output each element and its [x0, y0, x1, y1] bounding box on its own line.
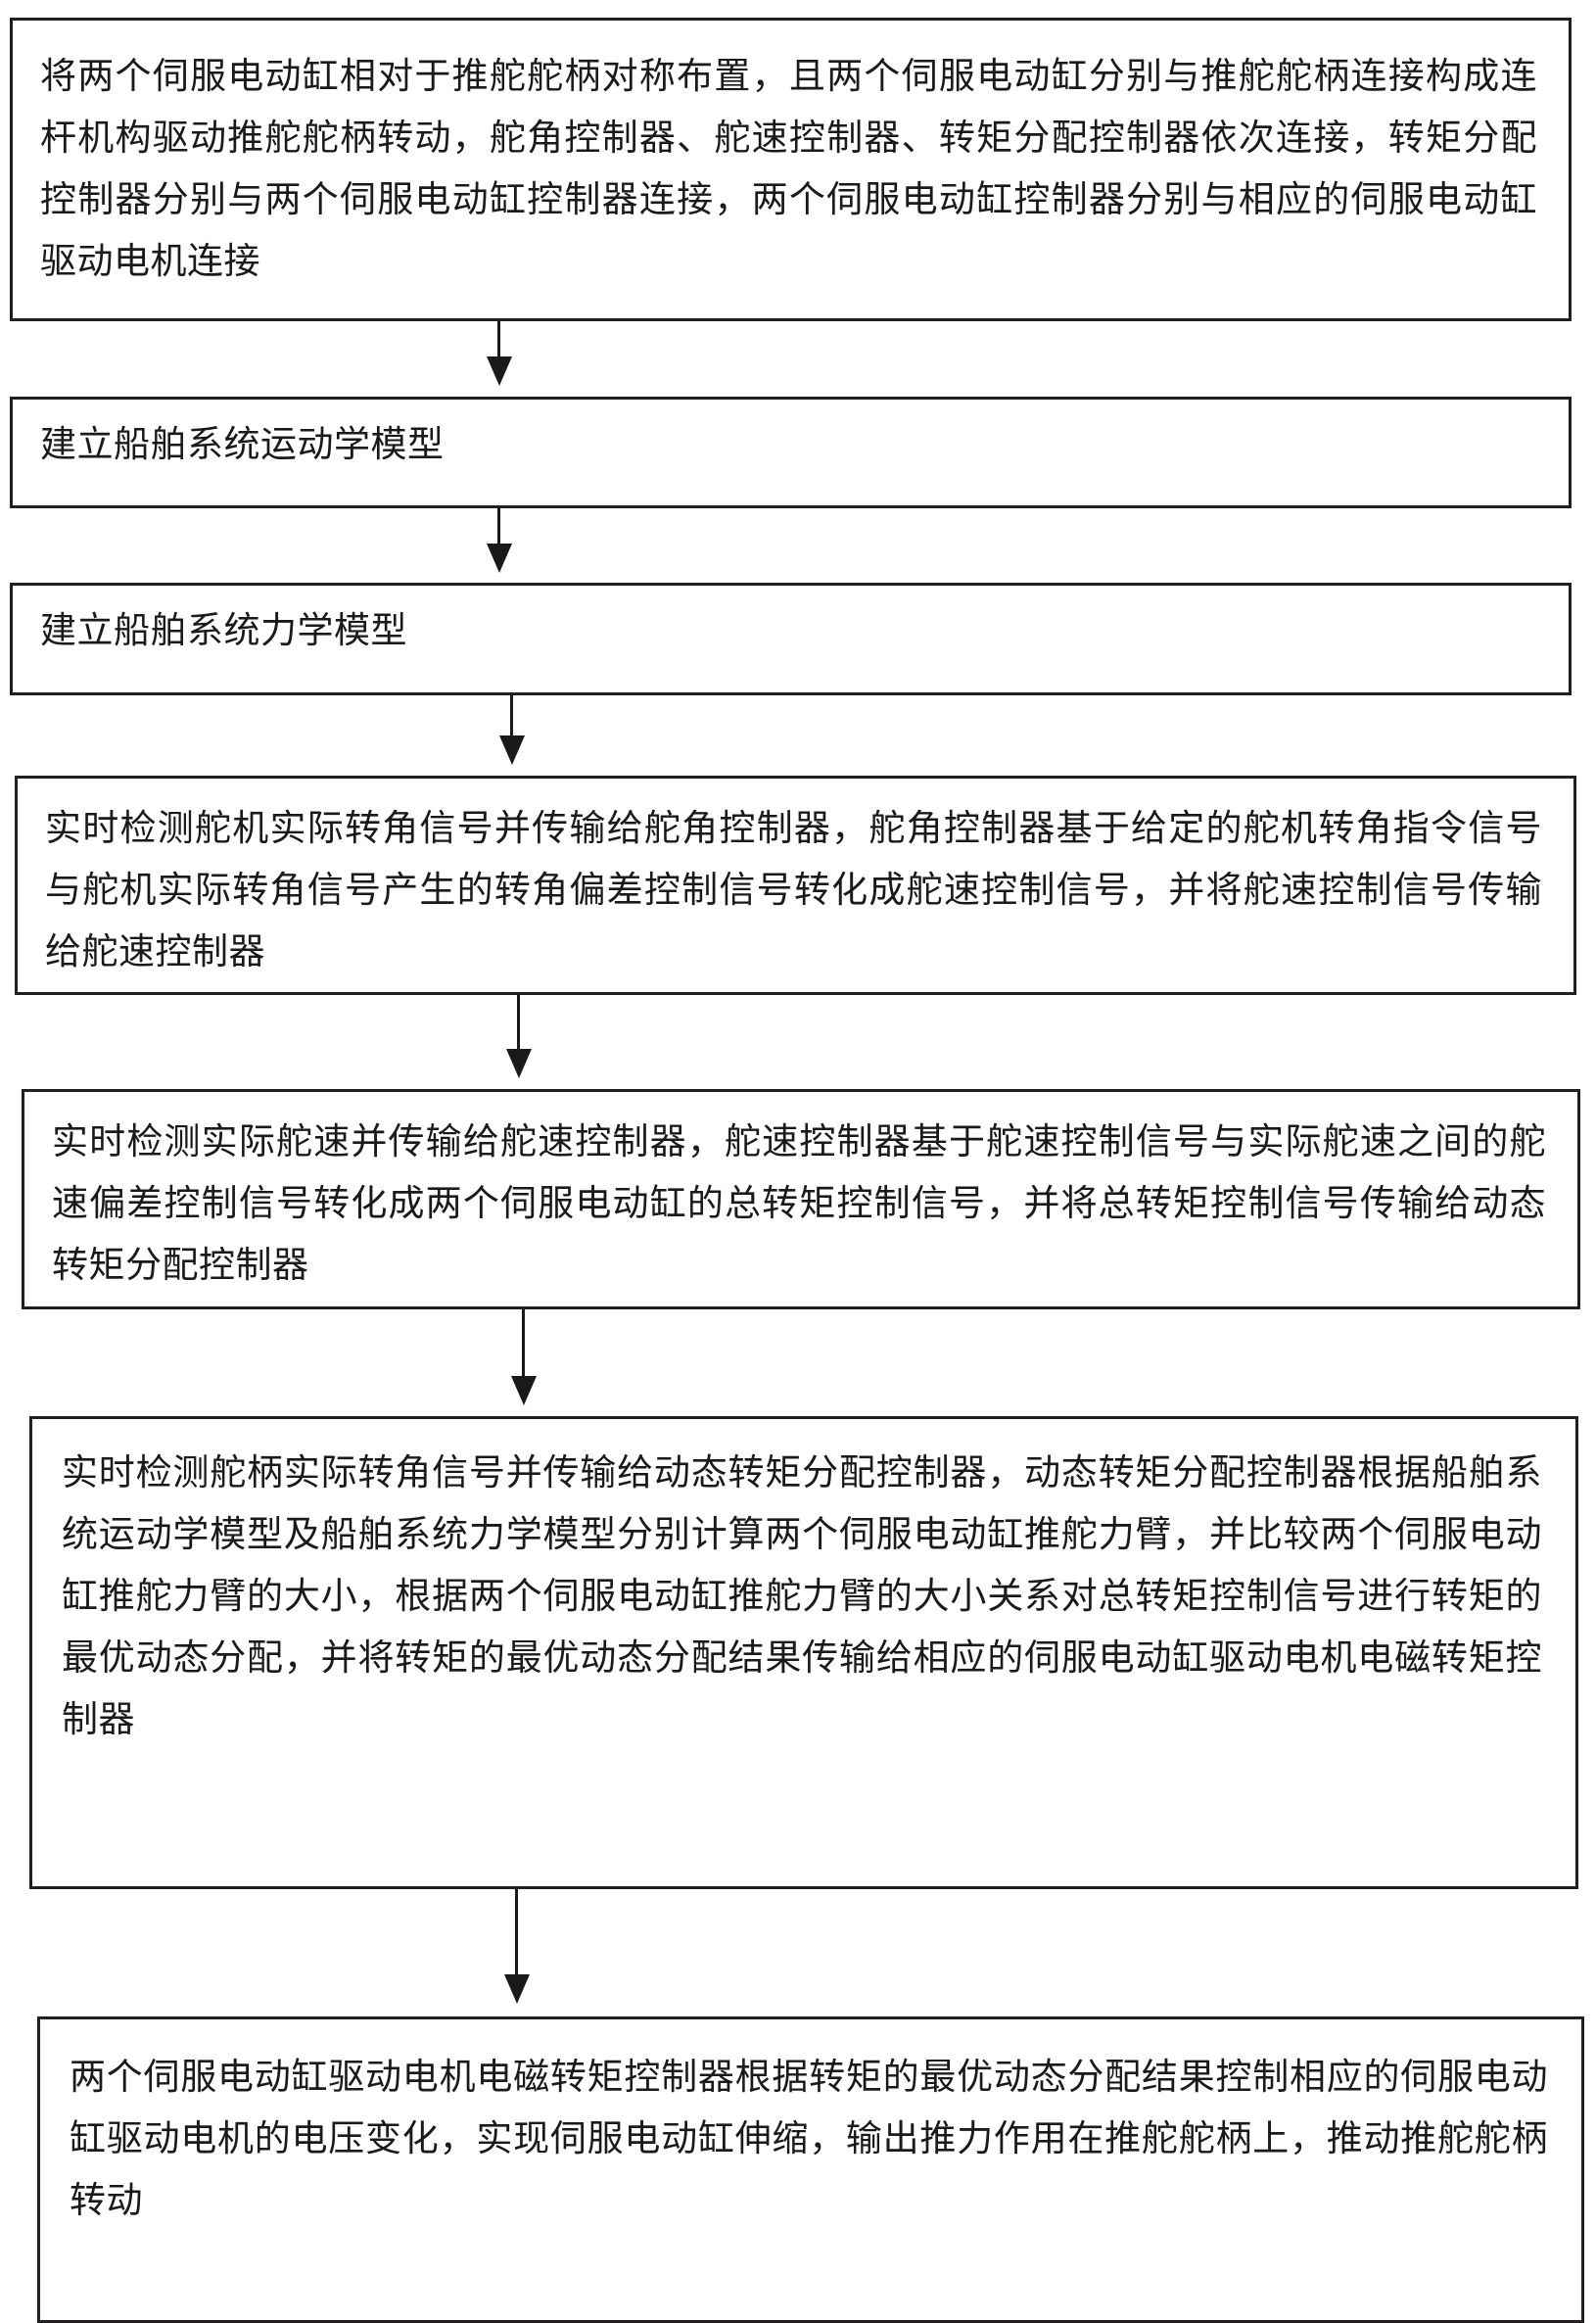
flowchart-node-step-5: 实时检测实际舵速并传输给舵速控制器，舵速控制器基于舵速控制信号与实际舵速之间的舵… — [22, 1088, 1580, 1309]
flowchart-node-text: 建立船舶系统力学模型 — [40, 609, 407, 652]
flowchart-node-text: 实时检测实际舵速并传输给舵速控制器，舵速控制器基于舵速控制信号与实际舵速之间的舵… — [52, 1120, 1546, 1287]
arrow-head-icon — [499, 735, 525, 765]
arrow-shaft — [497, 321, 500, 362]
flowchart-node-step-3: 建立船舶系统力学模型 — [10, 583, 1572, 695]
arrow-head-icon — [511, 1375, 537, 1405]
arrow-shaft — [515, 1889, 518, 1980]
arrow-shaft — [497, 508, 500, 548]
flowchart-node-step-6: 实时检测舵柄实际转角信号并传输给动态转矩分配控制器，动态转矩分配控制器根据船舶系… — [29, 1415, 1578, 1890]
arrow-shaft — [517, 995, 520, 1055]
flowchart-node-text: 将两个伺服电动缸相对于推舵舵柄对称布置，且两个伺服电动缸分别与推舵舵柄连接构成连… — [40, 55, 1537, 283]
flowchart-arrow-step-4-to-step-5 — [506, 995, 532, 1088]
flowchart-node-step-7: 两个伺服电动缸驱动电机电磁转矩控制器根据转矩的最优动态分配结果控制相应的伺服电动… — [37, 2015, 1584, 2323]
arrow-head-icon — [506, 1048, 532, 1078]
flowchart-node-step-1: 将两个伺服电动缸相对于推舵舵柄对称布置，且两个伺服电动缸分别与推舵舵柄连接构成连… — [10, 17, 1572, 322]
arrow-head-icon — [504, 1974, 530, 2005]
arrow-head-icon — [487, 356, 512, 386]
arrow-shaft — [522, 1308, 525, 1382]
arrow-shaft — [510, 694, 513, 741]
flowchart-node-text: 建立船舶系统运动学模型 — [40, 422, 445, 465]
arrow-head-icon — [487, 543, 512, 573]
flowchart-node-step-2: 建立船舶系统运动学模型 — [10, 396, 1572, 509]
flowchart-arrow-step-5-to-step-6 — [511, 1308, 537, 1416]
flowchart-node-step-4: 实时检测舵机实际转角信号并传输给舵角控制器，舵角控制器基于给定的舵机转角指令信号… — [15, 775, 1576, 996]
flowchart-arrow-step-3-to-step-4 — [499, 694, 525, 776]
flowchart-node-text: 两个伺服电动缸驱动电机电磁转矩控制器根据转矩的最优动态分配结果控制相应的伺服电动… — [70, 2056, 1548, 2222]
flowchart-arrow-step-2-to-step-3 — [487, 508, 512, 583]
flowchart-arrow-step-6-to-step-7 — [504, 1889, 530, 2015]
flowchart-node-text: 实时检测舵柄实际转角信号并传输给动态转矩分配控制器，动态转矩分配控制器根据船舶系… — [62, 1450, 1542, 1740]
flowchart-node-text: 实时检测舵机实际转角信号并传输给舵角控制器，舵角控制器基于给定的舵机转角指令信号… — [45, 807, 1542, 973]
flowchart-arrow-step-1-to-step-2 — [487, 321, 512, 396]
